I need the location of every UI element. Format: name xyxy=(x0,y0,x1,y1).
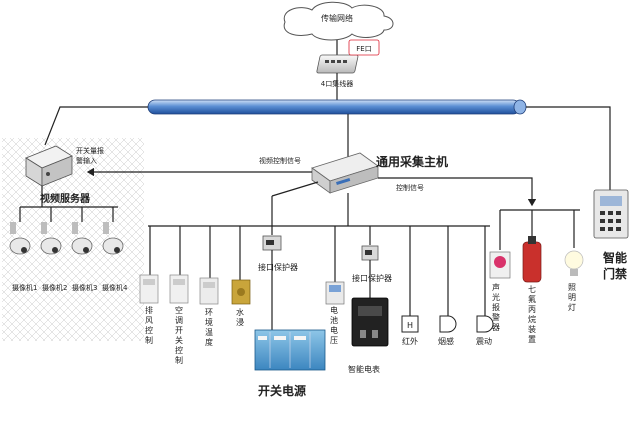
bus-access-control-link xyxy=(526,106,611,190)
camera-1-label: 摄像机1 xyxy=(12,283,37,292)
battery-voltage-label: 电池电压 xyxy=(330,305,338,345)
interface-protector-2 xyxy=(361,245,379,261)
cloud-label: 传输网络 xyxy=(321,13,353,23)
access-control-panel xyxy=(593,189,629,239)
infrared-label: 红外 xyxy=(402,336,418,346)
hub-4port xyxy=(316,54,359,74)
exhaust-control-device xyxy=(139,274,159,304)
camera-3-label: 摄像机3 xyxy=(72,283,97,292)
exhaust-control-label: 排风控制 xyxy=(145,305,153,345)
battery-voltage-device xyxy=(325,281,345,305)
smart-meter-device xyxy=(351,297,389,347)
sound-light-alarm xyxy=(489,251,511,279)
water-sensor-device xyxy=(231,279,251,305)
control-signal-arrow xyxy=(378,177,537,207)
vertical-labels: 排风控制 空调开关控制 环境温度 水浸 电池电压红外 烟感 震动声光报警器 七氟丙烷装置 照明灯 xyxy=(145,282,576,365)
ac-switch-control-label: 空调开关控制 xyxy=(175,305,183,365)
fire-suppression-label: 七氟丙烷装置 xyxy=(528,285,536,344)
access-control-label-line1: 智能 xyxy=(602,250,627,265)
interface-protector-1-label: 接口保护器 xyxy=(258,262,298,272)
water-leak-label: 水浸 xyxy=(236,307,244,327)
switch-power-label: 开关电源 xyxy=(258,383,306,398)
access-control-label-line2: 门禁 xyxy=(603,266,627,281)
infrared-sensor: H xyxy=(401,315,419,333)
main-host-label: 通用采集主机 xyxy=(376,154,448,169)
interface-protector-1 xyxy=(262,235,282,251)
vibration-sensor xyxy=(476,315,494,333)
main-host xyxy=(311,152,379,194)
vibration-label: 震动 xyxy=(476,336,492,346)
video-control-signal-label: 视频控制信号 xyxy=(259,156,301,165)
interface-protector-2-label: 接口保护器 xyxy=(352,273,392,283)
fe-port-label: FE口 xyxy=(356,45,371,53)
infrared-h-glyph: H xyxy=(407,321,413,330)
camera-4 xyxy=(102,222,124,255)
transport-network-cloud: 传输网络 xyxy=(283,1,394,41)
smoke-label: 烟感 xyxy=(438,336,454,346)
network-bus xyxy=(147,99,527,115)
bus-video-server-link xyxy=(44,106,148,146)
smart-meter-label: 智能电表 xyxy=(348,364,380,374)
lighting-label: 照明灯 xyxy=(568,283,576,312)
alarm-input-note-line1: 开关量报 xyxy=(76,146,104,155)
smoke-sensor xyxy=(439,315,457,333)
video-server xyxy=(25,145,73,187)
camera-2-label: 摄像机2 xyxy=(42,283,67,292)
alarm-input-note-line2: 警输入 xyxy=(76,156,97,165)
ac-switch-device xyxy=(169,274,189,304)
fe-port-callout: FE口 xyxy=(348,39,380,56)
camera-3 xyxy=(71,222,93,255)
switch-power-cabinet xyxy=(254,329,326,371)
fire-suppression-device xyxy=(522,236,542,283)
light-bulb xyxy=(564,250,584,276)
camera-2 xyxy=(40,222,62,255)
sound-light-alarm-label: 声光报警器 xyxy=(492,282,500,332)
camera-4-label: 摄像机4 xyxy=(102,283,128,292)
video-server-label: 视频服务器 xyxy=(40,192,91,205)
temp-sensor-device xyxy=(199,277,219,305)
camera-1 xyxy=(9,222,31,255)
ambient-temp-label: 环境温度 xyxy=(205,308,213,347)
host-protector1-diag xyxy=(271,181,319,197)
control-signal-label: 控制信号 xyxy=(396,183,424,192)
